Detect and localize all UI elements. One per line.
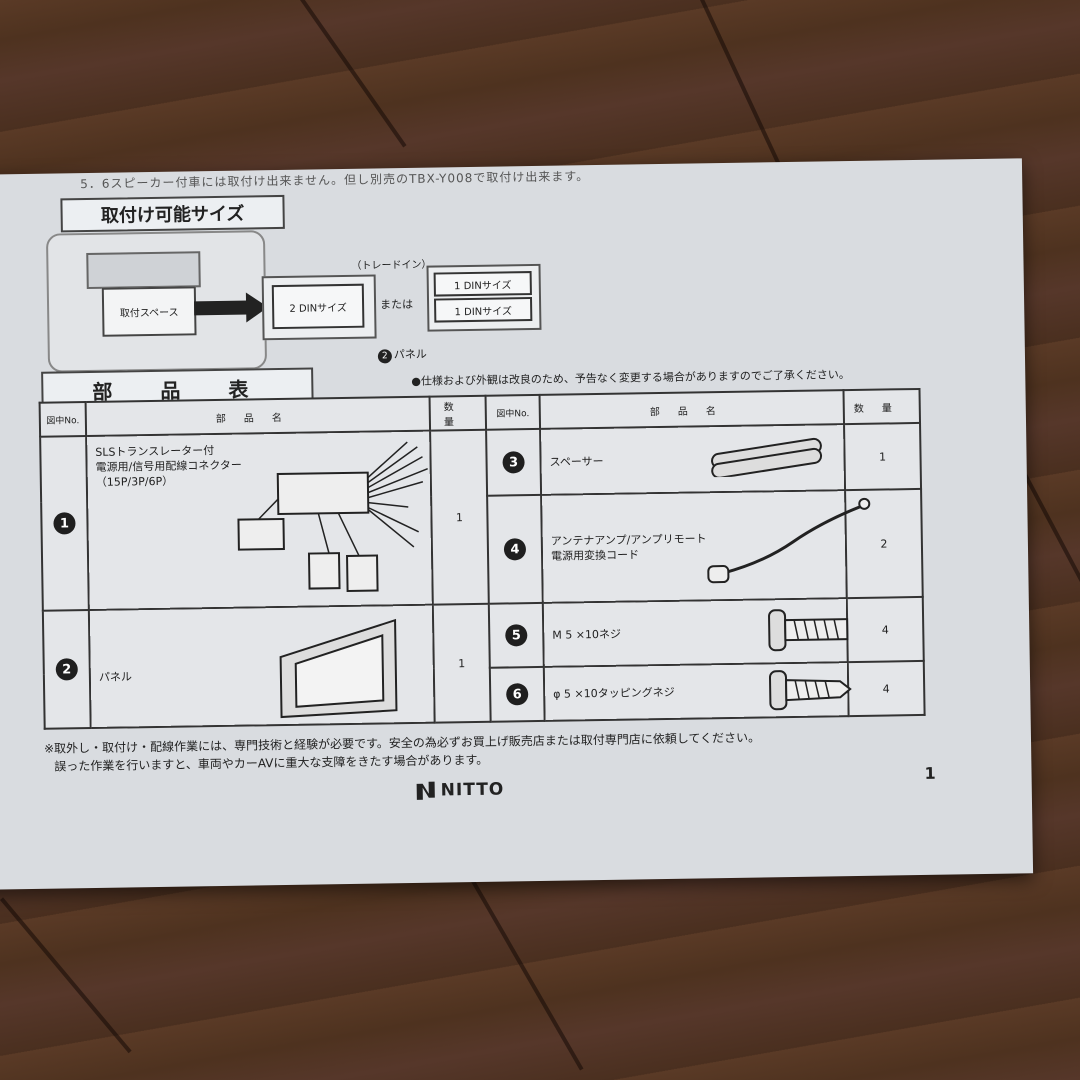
screw-icon (768, 609, 849, 652)
install-space-box: 取付スペース (101, 286, 197, 337)
top-note: 5．6スピーカー付車には取付け出来ません。但し別売のTBX-Y008で取付け出来… (80, 169, 590, 192)
radio-slot (86, 251, 201, 290)
parts-table: 図中No. 部品名 数量 図中No. 部品名 数量 1 SLSトランスレーター付… (39, 388, 926, 730)
col-header-no: 図中No. (485, 394, 541, 430)
col-header-name: 部品名 (85, 396, 431, 437)
row-name: スペーサー (540, 424, 846, 496)
instruction-sheet: 5．6スピーカー付車には取付け出来ません。但し別売のTBX-Y008で取付け出来… (0, 158, 1034, 890)
row-num: 2 (42, 610, 91, 729)
row-name: SLSトランスレーター付 電源用/信号用配線コネクター （15P/3P/6P） (86, 430, 433, 611)
col-header-qty: 数量 (429, 395, 487, 431)
logo-text: NITTO (440, 779, 505, 801)
din1-label-top: 1 DINサイズ (433, 271, 532, 297)
part-name: スペーサー (549, 455, 604, 469)
number-badge: 2 (55, 658, 78, 681)
tray-label: （トレードイン） (351, 259, 432, 272)
panel-icon (279, 618, 398, 719)
row-qty: 4 (846, 596, 924, 663)
col-header-qty: 数量 (843, 388, 921, 425)
number-badge: 6 (506, 683, 529, 706)
number-badge: 3 (502, 451, 525, 474)
row-name: M 5 ×10ネジ (542, 598, 849, 667)
row-num: 1 (40, 436, 89, 611)
din2-label: 2 DINサイズ (271, 283, 365, 330)
number-badge: 5 (505, 624, 528, 647)
row-name: パネル (88, 604, 435, 729)
tapping-screw-icon (768, 670, 852, 711)
din1-label-bottom: 1 DINサイズ (433, 297, 533, 323)
nitto-logo: NITTO (415, 779, 505, 802)
col-header-name: 部品名 (539, 390, 845, 429)
page-number: 1 (924, 763, 936, 783)
number-badge: 4 (503, 538, 527, 561)
number-badge: 1 (53, 512, 76, 535)
arrow-right-icon (194, 300, 250, 316)
part-name: パネル (98, 670, 133, 684)
panel-callout-label: パネル (393, 347, 427, 362)
row-qty: 4 (847, 660, 925, 717)
or-label: または (379, 297, 414, 312)
spacer-icon (711, 437, 823, 478)
part-name: M 5 ×10ネジ (552, 627, 622, 642)
row-qty: 1 (844, 422, 922, 491)
floor-seam (300, 0, 407, 148)
antenna-cord-icon (707, 498, 871, 584)
row-qty: 1 (432, 603, 491, 723)
floor-seam (0, 897, 132, 1054)
floor-seam (470, 878, 584, 1071)
row-name: アンテナアンプ/アンプリモート 電源用変換コード (541, 490, 871, 603)
spec-note: ●仕様および外観は改良のため、予告なく変更する場合がありますのでご了承ください。 (411, 368, 850, 388)
part-name: φ 5 ×10タッピングネジ (553, 685, 675, 701)
row-num: 4 (487, 495, 543, 604)
row-num: 3 (486, 428, 542, 497)
wiring-connector-icon (237, 441, 428, 592)
row-num: 5 (488, 602, 544, 668)
nitto-logo-icon (416, 781, 435, 800)
col-header-no: 図中No. (39, 402, 87, 437)
row-num: 6 (489, 666, 545, 722)
install-size-title: 取付け可能サイズ (60, 194, 285, 233)
number-badge: 2 (377, 349, 393, 364)
row-name: φ 5 ×10タッピングネジ (543, 662, 852, 721)
